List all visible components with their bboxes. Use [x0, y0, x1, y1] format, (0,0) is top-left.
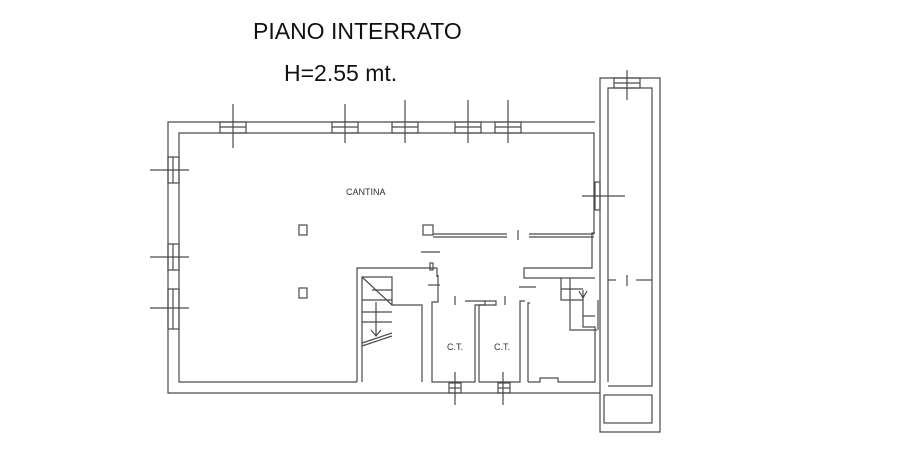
room-label-ct-2: C.T.	[494, 342, 511, 352]
room-label-cantina: CANTINA	[346, 187, 386, 197]
ceiling-height: H=2.55 mt.	[284, 60, 398, 86]
interior-walls	[298, 224, 652, 383]
outer-walls	[167, 77, 661, 433]
stair	[361, 276, 595, 347]
room-label-ct-1: C.T.	[447, 342, 464, 352]
plan-title: PIANO INTERRATO	[253, 18, 462, 44]
windows	[150, 70, 641, 405]
